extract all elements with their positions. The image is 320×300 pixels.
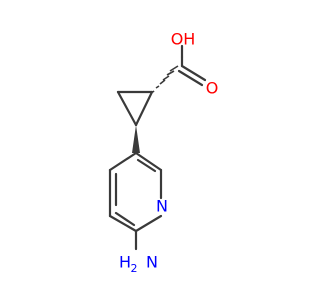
amine-hydrogen-label: H [119, 253, 131, 272]
stereo-wedge-bond [132, 125, 140, 153]
bond-ring-4 [108, 214, 138, 233]
bond-cyclopropane-left [116, 90, 138, 127]
bond-cyclopropane-right [134, 90, 154, 127]
bond-ring-inner-2 [114, 211, 136, 227]
bond-ring-6 [108, 151, 138, 172]
amine-subscript-label: 2 [131, 262, 138, 275]
bond-carbonyl-1 [180, 64, 207, 82]
amine-nitrogen-label: N [146, 253, 158, 272]
bond-carbonyl-2 [177, 69, 204, 87]
stereo-hash-bond [152, 65, 179, 93]
hydroxyl-label: OH [171, 30, 196, 49]
bond-ring-1 [134, 151, 163, 172]
bonds [108, 44, 207, 251]
bond-ring-3 [134, 214, 163, 233]
bond-ring-inner-1 [136, 158, 157, 173]
structure-canvas: OH O N N H 2 [108, 29, 219, 275]
carbonyl-oxygen-label: O [206, 79, 219, 98]
ring-nitrogen-label: N [156, 197, 168, 216]
molecule-diagram: OH O N N H 2 [108, 30, 219, 275]
